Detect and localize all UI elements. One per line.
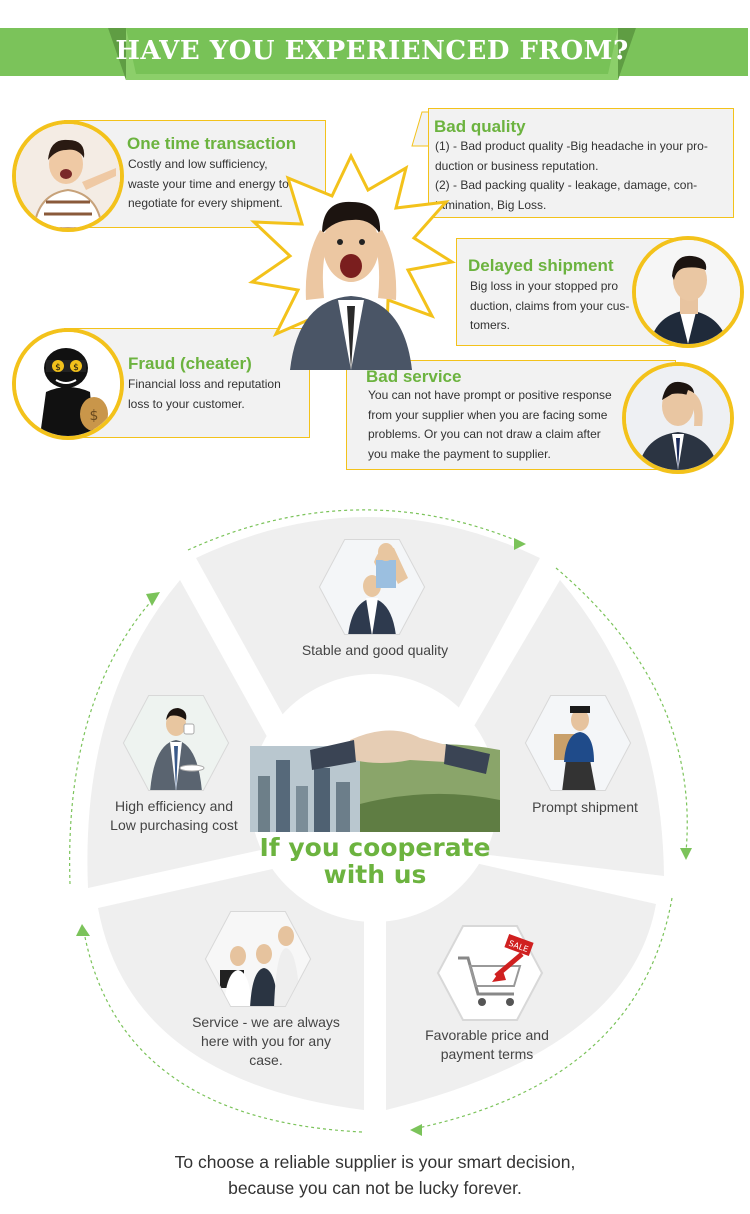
- stressed-businessman-icon: [622, 362, 734, 474]
- wheel-label-quality: Stable and good quality: [301, 642, 449, 658]
- footer-line-1: To choose a reliable supplier is your sm…: [174, 1152, 576, 1172]
- screaming-businessman-icon: [248, 152, 456, 370]
- thief-with-money-bag-icon: $ $ $: [12, 328, 124, 440]
- wheel-label-service: Service - we are always here with you fo…: [192, 1014, 340, 1068]
- center-slogan: If you cooperate with us: [259, 833, 491, 889]
- problem-title: Fraud (cheater): [128, 354, 252, 373]
- team-meeting-icon: [204, 911, 312, 1007]
- businessmen-celebrating-icon: [318, 539, 426, 635]
- problem-title: Bad service: [366, 367, 462, 386]
- problem-box-bad-quality: [428, 108, 734, 218]
- svg-text:$: $: [55, 363, 61, 373]
- banner-title: HAVE YOU EXPERIENCED FROM?: [115, 36, 629, 66]
- problem-text: Costly and low sufficiency,waste your ti…: [128, 157, 289, 210]
- svg-text:$: $: [90, 408, 99, 424]
- wheel-label-shipment: Prompt shipment: [532, 799, 638, 815]
- angry-woman-pointing-icon: [12, 120, 124, 232]
- problem-title: Bad quality: [434, 117, 526, 136]
- wheel-label-efficiency: High efficiency and Low purchasing cost: [110, 798, 238, 833]
- footer-line-2: because you can not be lucky forever.: [228, 1178, 522, 1198]
- banner-ribbon: [108, 28, 636, 80]
- businessman-drinking-coffee-icon: [122, 695, 230, 791]
- problem-box-bad-service: [346, 360, 676, 470]
- wheel-label-price: Favorable price and payment terms: [425, 1027, 549, 1062]
- problem-text: You can not have prompt or positive resp…: [368, 388, 612, 461]
- handshake-city-icon: [250, 730, 500, 832]
- shopping-cart-sale-icon: SALE: [436, 925, 544, 1021]
- problem-title: One time transaction: [127, 134, 297, 153]
- problem-title: Delayed shipment: [468, 256, 614, 275]
- delivery-man-running-icon: [524, 695, 632, 791]
- problem-text: (1) - Bad product quality -Big headache …: [435, 139, 708, 212]
- svg-text:$: $: [73, 363, 79, 373]
- businessman-profile-icon: [632, 236, 744, 348]
